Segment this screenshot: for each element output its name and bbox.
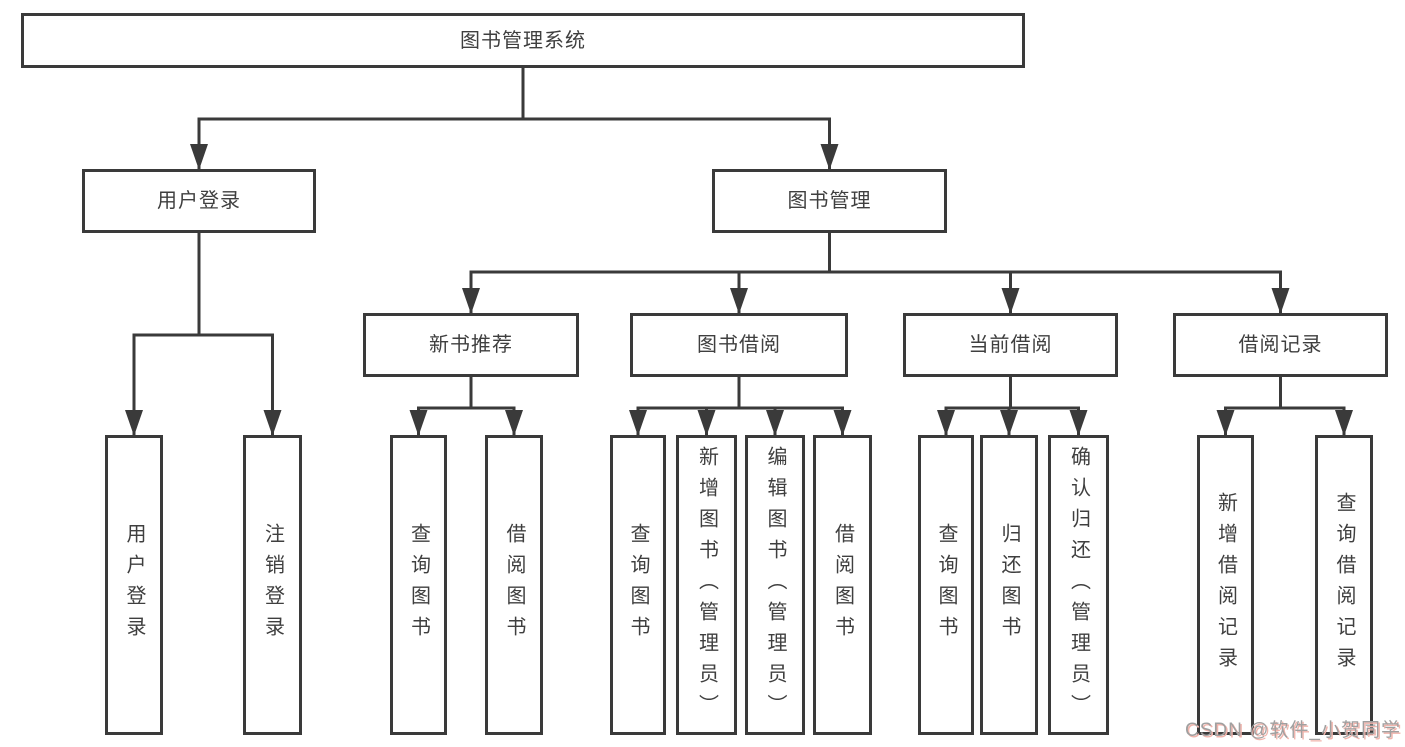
node-label-leaf-return-book: 归还图书 <box>998 523 1020 647</box>
drop-leaf-logout-arrowhead <box>263 410 282 436</box>
node-book-borrow: 图书借阅 <box>630 313 848 377</box>
node-leaf-user-login: 用户登录 <box>105 435 163 735</box>
node-current-borrow: 当前借阅 <box>903 313 1118 377</box>
node-label-leaf-user-login: 用户登录 <box>123 523 145 647</box>
node-label-current-borrow: 当前借阅 <box>968 334 1053 356</box>
node-label-leaf-query-book-3: 查询图书 <box>935 523 957 647</box>
node-label-leaf-add-book: 新增图书（管理员） <box>695 445 718 725</box>
node-label-leaf-borrow-book-1: 借阅图书 <box>503 523 525 647</box>
node-label-leaf-confirm-return: 确认归还（管理员） <box>1067 445 1090 725</box>
node-label-leaf-edit-book: 编辑图书（管理员） <box>764 445 786 725</box>
drop-leaf-add-book-arrowhead <box>697 410 716 436</box>
watermark-text: CSDN @软件_小贺同学 <box>1185 720 1401 741</box>
drop-user-login-arrowhead <box>190 144 208 170</box>
drop-leaf-query-book-2-arrowhead <box>629 410 647 436</box>
node-leaf-query-record: 查询借阅记录 <box>1315 435 1373 735</box>
drop-leaf-confirm-return-arrowhead <box>1069 410 1088 436</box>
node-user-login: 用户登录 <box>82 169 316 233</box>
node-label-leaf-query-record: 查询借阅记录 <box>1333 492 1355 678</box>
node-leaf-edit-book: 编辑图书（管理员） <box>745 435 805 735</box>
drop-leaf-query-book-3-arrowhead <box>937 410 955 436</box>
drop-leaf-add-record-arrowhead <box>1216 410 1235 436</box>
drop-current-borrow-arrowhead <box>1001 288 1020 314</box>
drop-leaf-user-login-arrowhead <box>125 410 143 436</box>
node-leaf-return-book: 归还图书 <box>980 435 1038 735</box>
node-label-leaf-query-book-1: 查询图书 <box>407 523 430 647</box>
drop-leaf-edit-book-arrowhead <box>766 410 784 436</box>
drop-leaf-return-book-arrowhead <box>1000 410 1018 436</box>
watermark: CSDN @软件_小贺同学 <box>1185 715 1401 742</box>
node-new-book-rec: 新书推荐 <box>363 313 579 377</box>
node-label-borrow-records: 借阅记录 <box>1238 334 1323 356</box>
drop-leaf-borrow-book-1-arrowhead <box>505 410 523 436</box>
node-leaf-query-book-1: 查询图书 <box>390 435 447 735</box>
drop-book-borrow-arrowhead <box>730 288 748 314</box>
node-leaf-logout: 注销登录 <box>243 435 302 735</box>
node-leaf-borrow-book-2: 借阅图书 <box>813 435 872 735</box>
node-leaf-add-book: 新增图书（管理员） <box>676 435 737 735</box>
node-label-new-book-rec: 新书推荐 <box>429 334 513 356</box>
drop-new-book-rec-arrowhead <box>462 288 480 314</box>
node-borrow-records: 借阅记录 <box>1173 313 1388 377</box>
node-label-leaf-add-record: 新增借阅记录 <box>1214 492 1237 678</box>
node-label-leaf-borrow-book-2: 借阅图书 <box>831 523 854 647</box>
drop-leaf-query-record-arrowhead <box>1335 410 1353 436</box>
node-book-mgmt: 图书管理 <box>712 169 947 233</box>
node-label-book-mgmt: 图书管理 <box>787 190 872 212</box>
node-label-user-login: 用户登录 <box>157 190 241 212</box>
drop-leaf-borrow-book-2-arrowhead <box>833 410 852 436</box>
drop-borrow-records-arrowhead <box>1271 288 1290 314</box>
drop-book-mgmt-arrowhead <box>820 144 839 170</box>
node-label-book-borrow: 图书借阅 <box>697 334 781 356</box>
node-leaf-query-book-3: 查询图书 <box>918 435 974 735</box>
node-label-leaf-query-book-2: 查询图书 <box>627 523 649 647</box>
node-leaf-query-book-2: 查询图书 <box>610 435 666 735</box>
node-leaf-borrow-book-1: 借阅图书 <box>485 435 543 735</box>
drop-leaf-query-book-1-arrowhead <box>409 410 428 436</box>
node-label-leaf-logout: 注销登录 <box>261 523 284 647</box>
node-root: 图书管理系统 <box>21 13 1025 68</box>
node-label-root: 图书管理系统 <box>460 29 586 52</box>
node-leaf-confirm-return: 确认归还（管理员） <box>1048 435 1109 735</box>
node-leaf-add-record: 新增借阅记录 <box>1197 435 1254 735</box>
